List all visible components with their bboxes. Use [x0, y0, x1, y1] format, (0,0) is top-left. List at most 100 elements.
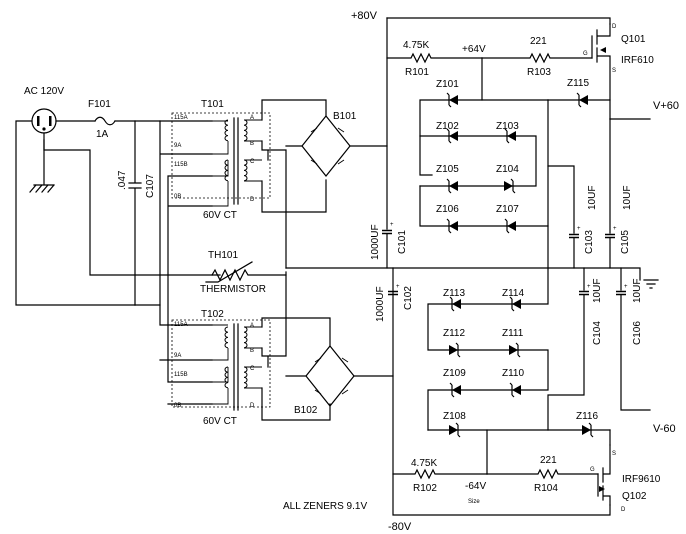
svg-text:115B: 115B — [174, 162, 188, 168]
zener-z104: Z104 — [496, 164, 519, 194]
svg-text:Z114: Z114 — [502, 288, 524, 299]
svg-text:Z105: Z105 — [436, 164, 459, 175]
svg-text:10UF: 10UF — [622, 186, 633, 210]
ac-input: AC 120V — [15, 86, 221, 306]
svg-text:60V CT: 60V CT — [203, 210, 237, 221]
cap-c105: + C105 10UF — [604, 118, 633, 269]
svg-text:+: + — [390, 222, 394, 228]
size-note: Size — [468, 499, 480, 505]
svg-text:115A: 115A — [174, 115, 188, 121]
svg-text:TH101: TH101 — [208, 250, 238, 261]
svg-text:Z116: Z116 — [576, 411, 598, 422]
pos-out-label: V+60 — [653, 100, 679, 112]
svg-text:Q101: Q101 — [621, 34, 646, 45]
svg-text:A: A — [250, 323, 254, 329]
neg-node-label: -64V — [465, 481, 486, 492]
cap-c101: + 1000UF C101 — [370, 222, 408, 269]
svg-text:C101: C101 — [397, 230, 408, 254]
svg-text:S: S — [612, 68, 616, 74]
neg-out-label: V-60 — [653, 423, 676, 435]
zener-z109: Z109 — [443, 368, 466, 398]
resistor-r104: 221 R104 — [486, 455, 599, 494]
svg-text:10UF: 10UF — [592, 279, 603, 303]
svg-text:Z104: Z104 — [496, 164, 519, 175]
zener-z108: Z108 — [443, 411, 466, 438]
mosfet-q101: D G S Q101 IRF610 — [583, 23, 654, 120]
svg-text:C105: C105 — [620, 230, 631, 254]
svg-text:10UF: 10UF — [632, 279, 643, 303]
svg-text:G: G — [590, 467, 595, 473]
zener-z107: Z107 — [496, 204, 519, 234]
transformer-t102: T102 115A 9A 115B 0B A B C D 60V CT — [171, 309, 271, 427]
cap-c102: + 1000UF C102 — [375, 284, 414, 322]
svg-text:Z108: Z108 — [443, 411, 466, 422]
svg-text:D: D — [250, 403, 255, 409]
zener-z110: Z110 — [502, 368, 524, 398]
svg-text:4.75K: 4.75K — [403, 40, 429, 51]
svg-text:A: A — [250, 115, 254, 121]
svg-text:115A: 115A — [174, 322, 188, 328]
zener-z105: Z105 — [436, 164, 459, 194]
svg-text:Z109: Z109 — [443, 368, 466, 379]
cap-c103: + C103 10UF — [547, 165, 598, 269]
svg-text:+: + — [587, 284, 591, 290]
svg-text:Z112: Z112 — [443, 328, 465, 339]
resistor-r101: 4.75K R101 — [386, 40, 483, 78]
svg-text:C104: C104 — [592, 321, 603, 345]
svg-text:T101: T101 — [201, 99, 224, 110]
svg-text:D: D — [621, 507, 626, 513]
svg-text:0B: 0B — [174, 194, 181, 200]
svg-text:Z111: Z111 — [502, 328, 524, 339]
svg-text:THERMISTOR: THERMISTOR — [200, 284, 266, 295]
transformer-t101: T101 115A 9A 115B 0B A B C D 60V CT — [171, 99, 271, 221]
svg-text:9A: 9A — [174, 143, 181, 149]
resistor-r103: 221 R103 — [481, 36, 593, 78]
svg-text:B: B — [250, 348, 254, 354]
svg-text:1A: 1A — [96, 129, 109, 140]
svg-text:Z101: Z101 — [436, 79, 459, 90]
ac-input-label: AC 120V — [24, 86, 64, 97]
svg-text:Z113: Z113 — [443, 288, 465, 299]
neg-supply-label: -80V — [388, 521, 412, 533]
svg-text:IRF9610: IRF9610 — [622, 474, 661, 485]
neg-rail — [392, 267, 611, 516]
zener-z106: Z106 — [436, 204, 459, 234]
resistor-r102: 4.75K R102 — [392, 458, 488, 494]
svg-text:+: + — [396, 284, 400, 290]
bridge-b102: B102 — [285, 345, 394, 416]
ground-rail — [285, 267, 641, 281]
svg-text:+: + — [613, 226, 617, 232]
svg-text:D: D — [250, 197, 255, 203]
svg-text:IRF610: IRF610 — [621, 55, 654, 66]
svg-text:Z103: Z103 — [496, 121, 519, 132]
svg-text:C106: C106 — [632, 321, 643, 345]
svg-text:10UF: 10UF — [587, 186, 598, 210]
svg-text:.047: .047 — [117, 170, 128, 190]
svg-text:Z106: Z106 — [436, 204, 459, 215]
svg-text:9A: 9A — [174, 353, 181, 359]
svg-text:1000UF: 1000UF — [370, 224, 381, 260]
svg-text:115B: 115B — [174, 372, 188, 378]
svg-text:60V CT: 60V CT — [203, 416, 237, 427]
svg-text:221: 221 — [540, 455, 557, 466]
svg-text:B: B — [250, 141, 254, 147]
svg-text:G: G — [583, 51, 588, 57]
svg-text:Z110: Z110 — [502, 368, 524, 379]
zener-z102: Z102 — [436, 121, 459, 144]
svg-text:+: + — [577, 226, 581, 232]
zener-z101: Z101 — [436, 79, 459, 108]
zener-z115: Z115 — [547, 78, 611, 108]
zener-z113: Z113 — [443, 288, 465, 312]
svg-text:Z107: Z107 — [496, 204, 519, 215]
svg-text:R102: R102 — [413, 483, 437, 494]
svg-text:C: C — [250, 366, 255, 372]
svg-text:+: + — [624, 284, 628, 290]
cap-c107: .047 C107 — [117, 120, 156, 306]
zener-z103: Z103 — [496, 121, 519, 144]
pos-node-label: +64V — [462, 44, 486, 55]
svg-text:Z115: Z115 — [567, 78, 589, 89]
svg-text:B101: B101 — [333, 111, 357, 122]
svg-text:C: C — [250, 159, 255, 165]
svg-text:Q102: Q102 — [622, 491, 647, 502]
